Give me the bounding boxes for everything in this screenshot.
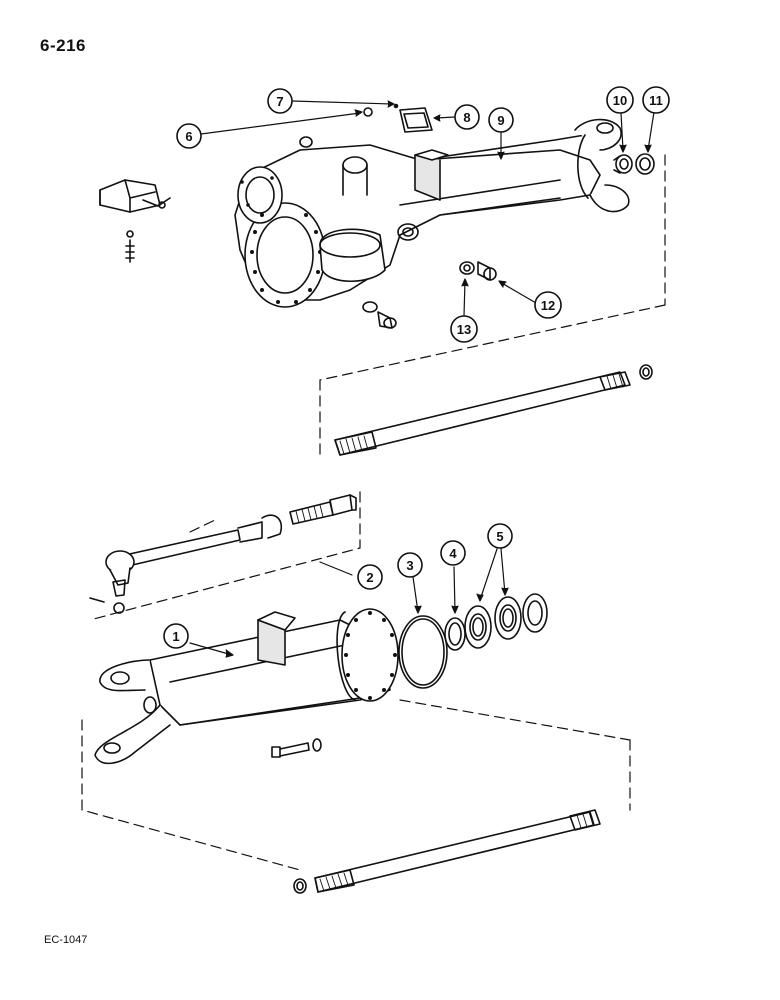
callout-label-4: 4 (449, 546, 457, 561)
tie-rod-assembly (89, 494, 357, 614)
callout-label-11: 11 (649, 93, 663, 108)
axle-shaft-upper (334, 364, 653, 456)
axle-housing-top (234, 118, 630, 308)
bolt-and-washer (271, 738, 322, 758)
callout-10 (606, 86, 634, 114)
callout-label-8: 8 (463, 110, 470, 125)
callout-label-2: 2 (366, 570, 373, 585)
callout-9 (488, 107, 514, 133)
callout-label-9: 9 (497, 113, 504, 128)
callout-label-3: 3 (406, 558, 413, 573)
callout-circles (163, 86, 670, 649)
axle-housing-lower (94, 608, 399, 765)
callout-leaders (189, 100, 655, 658)
figure-code: EC-1047 (44, 934, 88, 946)
callout-11 (642, 86, 670, 114)
callout-label-5: 5 (496, 529, 503, 544)
page-number: 6-216 (40, 36, 86, 55)
mounting-bracket (99, 179, 171, 263)
callout-5 (487, 523, 513, 549)
callout-8 (454, 104, 480, 130)
callout-6 (176, 123, 202, 149)
callout-label-12: 12 (541, 298, 555, 313)
axle-shaft-lower (293, 809, 601, 894)
callout-label-10: 10 (613, 93, 627, 108)
callout-label-7: 7 (276, 94, 283, 109)
callout-2 (357, 564, 383, 590)
callout-12 (534, 291, 562, 319)
callout-label-1: 1 (172, 629, 179, 644)
callout-7 (267, 88, 293, 114)
callout-labels: 1 2 3 4 5 6 7 8 9 10 11 12 13 (172, 93, 662, 644)
callout-label-13: 13 (457, 322, 471, 337)
callout-3 (397, 552, 423, 578)
assembly-guide-lines (319, 154, 666, 456)
seals-and-bearings (398, 593, 548, 689)
housing-small-parts (362, 103, 655, 329)
tie-rod-guide-lines (89, 491, 361, 621)
callout-1 (163, 623, 189, 649)
callout-label-6: 6 (185, 129, 192, 144)
callout-13 (450, 315, 478, 343)
callout-4 (440, 540, 466, 566)
lower-guide-lines (81, 699, 631, 871)
